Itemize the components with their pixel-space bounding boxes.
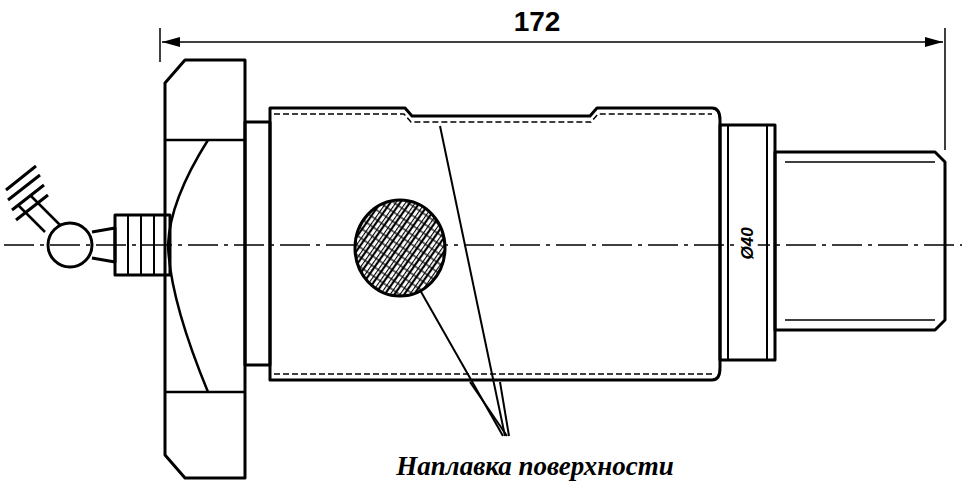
center-line (4, 244, 962, 246)
hex-head (165, 60, 245, 478)
leader-line (420, 126, 509, 436)
weld-spot (355, 200, 445, 296)
shaft-body (270, 108, 720, 380)
dimension-line (160, 28, 945, 150)
threaded-end (775, 152, 945, 330)
surface-note: Наплавка поверхности (394, 452, 675, 482)
grease-fitting (6, 166, 170, 275)
dimension-value: 172 (512, 7, 563, 38)
diameter-value: Ø40 (739, 225, 758, 261)
collar (245, 122, 270, 365)
shoulder (720, 125, 775, 360)
